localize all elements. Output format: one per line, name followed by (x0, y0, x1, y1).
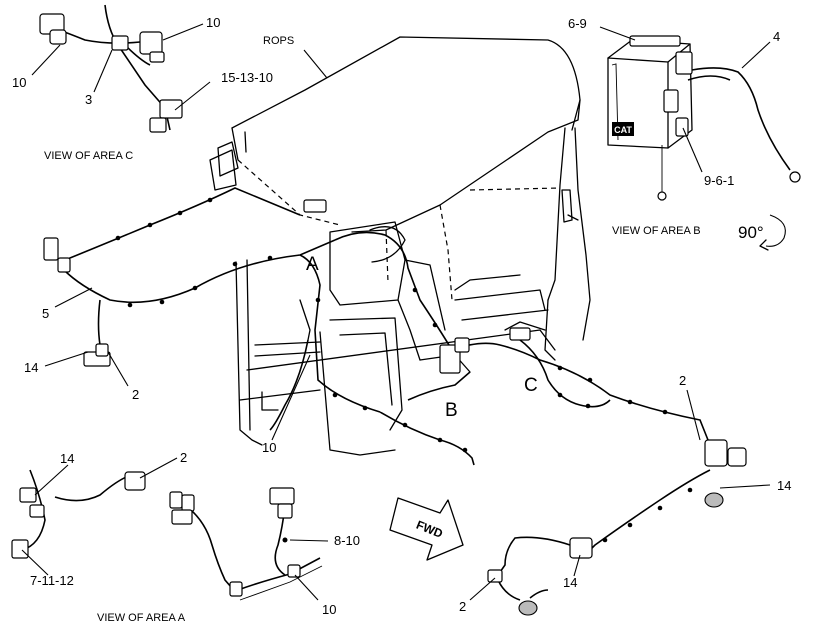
connector-left-upper (43, 237, 59, 261)
connector-area-b-small (454, 337, 470, 353)
area-marker-b: B (445, 400, 458, 421)
detail-c-clamp (111, 35, 129, 51)
callout-14-left: 14 (24, 360, 38, 375)
detail-c-connector-bottom (159, 99, 183, 119)
caption-view-area-a: VIEW OF AREA A (97, 612, 186, 624)
connector-2-left (95, 343, 109, 357)
callout-14-bottom: 14 (563, 575, 577, 590)
connector-bottom-cap (518, 600, 538, 616)
connector-right-plug (727, 447, 747, 467)
connector-right-cap (704, 492, 724, 508)
cat-logo-plate (612, 122, 634, 136)
wire-loop-area-a (369, 226, 406, 263)
area-markers: A B C (306, 254, 538, 421)
detail-area-a (11, 469, 323, 601)
detail-area-c (39, 4, 183, 133)
cat-logo-text: CAT (614, 125, 632, 135)
callout-10-mid: 10 (262, 440, 276, 455)
harness-branch-bottom (487, 536, 571, 601)
callout-2-right: 2 (679, 373, 686, 388)
leader-lines (21, 23, 771, 601)
callout-rops: ROPS (263, 35, 294, 47)
area-marker-a: A (306, 254, 319, 275)
callouts: 10 10 3 15-13-10 ROPS 6-9 4 9-6-1 5 14 2… (12, 15, 791, 617)
callout-2-detail-a: 2 (180, 450, 187, 465)
connector-left-lower (57, 257, 71, 273)
callout-8-10: 8-10 (334, 533, 360, 548)
connector-bottom-right (569, 537, 593, 559)
detail-a-connector-14 (19, 487, 37, 503)
callout-2-bottom: 2 (459, 599, 466, 614)
detail-c-connector-right (139, 31, 163, 55)
bracket-rops-left (217, 141, 239, 177)
caption-view-area-b: VIEW OF AREA B (612, 225, 701, 237)
callout-2-left: 2 (132, 387, 139, 402)
callout-15-13-10: 15-13-10 (221, 70, 273, 85)
callout-14-right: 14 (777, 478, 791, 493)
detail-area-b: CAT (607, 35, 801, 251)
connector-area-c (509, 327, 531, 341)
callout-10-topright: 10 (206, 15, 220, 30)
fwd-label: FWD (414, 518, 445, 541)
rotation-arrow-icon (765, 214, 786, 247)
connector-area-b (439, 344, 461, 374)
harness-clips (115, 197, 693, 543)
connector-rops-top (303, 199, 327, 213)
callout-9-6-1: 9-6-1 (704, 173, 734, 188)
detail-a-connector-2 (124, 471, 146, 491)
connector-right-end (704, 439, 728, 467)
callout-10-bottom: 10 (322, 602, 336, 617)
area-marker-c: C (524, 375, 538, 396)
callout-3: 3 (85, 92, 92, 107)
rops-cab-frame (209, 36, 591, 456)
callout-14-detail-a: 14 (60, 451, 74, 466)
callout-10-topleft: 10 (12, 75, 26, 90)
caption-view-area-c: VIEW OF AREA C (44, 150, 133, 162)
detail-a-connector-7 (11, 539, 29, 559)
callout-6-9: 6-9 (568, 16, 587, 31)
forward-arrow-icon: FWD (389, 497, 464, 561)
callout-4: 4 (773, 29, 780, 44)
captions: VIEW OF AREA C VIEW OF AREA B 90° VIEW O… (44, 150, 764, 624)
callout-5: 5 (42, 306, 49, 321)
caption-rotation: 90° (738, 223, 764, 242)
callout-7-11-12: 7-11-12 (30, 573, 74, 588)
detail-a-connector-8 (269, 487, 295, 505)
main-harness (43, 141, 747, 616)
cable-terminal (789, 171, 801, 183)
